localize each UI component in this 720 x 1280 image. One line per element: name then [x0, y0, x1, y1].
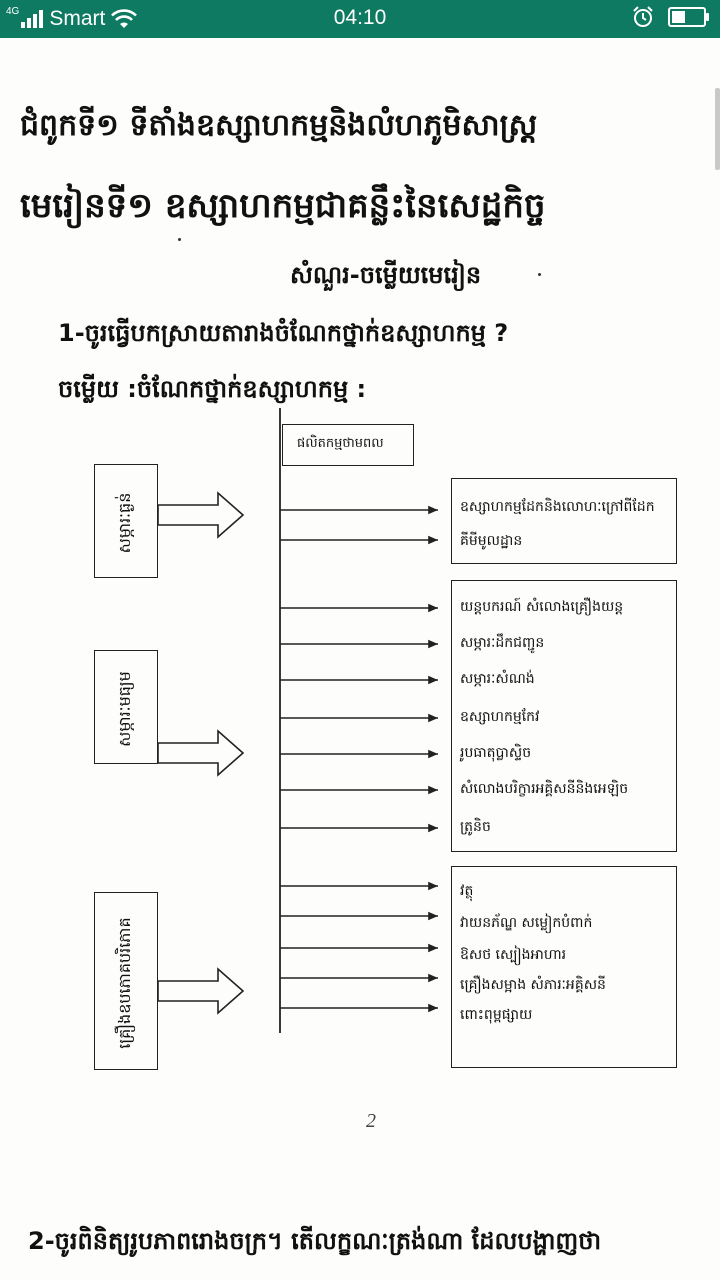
network-type: 4G [6, 5, 20, 17]
group-1-item: ឧស្សាហកម្មដែកនិងលោហៈក្រៅពីដែក [460, 499, 655, 515]
group-box-3: វត្ថុ វាយនភ័ណ្ឌ សម្លៀកបំពាក់ ឱសថ ស្បៀងអា… [451, 866, 677, 1068]
status-right [632, 6, 709, 28]
group-3-item: ពោះពុម្ពផ្សាយ [460, 1007, 533, 1023]
question-1: 1-ចូរធ្វើបកស្រាយតារាងចំណែកថ្នាក់ឧស្សាហកម… [58, 319, 509, 347]
group-2-item: សំលោងបរិក្ខារអគ្គិសនីនិងអេឡិច [460, 781, 629, 797]
group-2-item: យន្តបករណ៍ សំលោងគ្រឿងយន្ត [460, 599, 624, 615]
top-node-box: ផលិតកម្មថាមពល [282, 424, 414, 466]
top-node-label: ផលិតកម្មថាមពល [297, 436, 384, 451]
group-2-item: ត្រូនិច [460, 819, 491, 835]
section-subtitle: សំណួរ-ចម្លើយមេរៀន [290, 261, 482, 289]
carrier-name: Smart [49, 7, 106, 30]
scrollbar-thumb[interactable] [715, 88, 720, 170]
clock: 04:10 [333, 6, 387, 29]
lesson-title: មេរៀនទី១ ឧស្សាហកម្មជាគន្លឹះនៃសេដ្ឋកិច្ច [20, 186, 546, 226]
chapter-title: ជំពូកទី១ ទីតាំងឧស្សាហកម្មនិងលំហភូមិសាស្ត… [20, 108, 538, 143]
hollow-arrow-2 [157, 729, 245, 777]
classification-diagram-lines [157, 408, 438, 1033]
alarm-icon [633, 6, 653, 27]
wifi-icon [111, 9, 138, 28]
left-box-2: សម្ភារៈមធ្យម [94, 650, 158, 764]
left-box-3-label: គ្រឿងឧបភោគបរិភោគ [115, 917, 134, 1049]
speck [538, 273, 541, 276]
page-number: 2 [366, 1110, 376, 1132]
battery-icon [668, 7, 709, 27]
group-2-item: រូបធាតុប្លាស្ទិច [460, 745, 532, 761]
document-page[interactable]: ជំពូកទី១ ទីតាំងឧស្សាហកម្មនិងលំហភូមិសាស្ត… [0, 38, 720, 1280]
group-2-item: ឧស្សាហកម្មកែវ [460, 709, 540, 725]
signal-icon [21, 10, 44, 28]
group-1-item: គីមីមូលដ្ឋាន [460, 533, 523, 549]
battery-fill [672, 11, 685, 23]
answer-1: ចម្លើយ :ចំណែកថ្នាក់ឧស្សាហកម្ម : [58, 375, 367, 403]
group-3-item: ឱសថ ស្បៀងអាហារ [460, 947, 567, 963]
group-3-item: វាយនភ័ណ្ឌ សម្លៀកបំពាក់ [460, 915, 593, 931]
left-box-1-label: សម្ភារៈធ្ងន់ [115, 492, 134, 554]
group-2-item: សម្ភារៈសំណង់ [460, 671, 535, 687]
left-box-3: គ្រឿងឧបភោគបរិភោគ [94, 892, 158, 1070]
status-left: 4G Smart [6, 4, 138, 34]
group-2-item: សម្ភារៈដឹកជញ្ជូន [460, 635, 545, 651]
status-bar: 4G Smart 04:10 [0, 0, 720, 38]
question-2: 2-ចូរពិនិត្យរូបភាពរោងចក្រ។ តើលក្ខណៈត្រង់… [28, 1227, 602, 1255]
group-3-item: វត្ថុ [460, 883, 474, 899]
left-box-2-label: សម្ភារៈមធ្យម [115, 671, 134, 747]
speck [178, 238, 181, 241]
left-box-1: សម្ភារៈធ្ងន់ [94, 464, 158, 578]
hollow-arrow-1 [157, 491, 245, 539]
group-3-item: គ្រឿងសម្អាង សំភារៈអគ្គិសនី [460, 977, 606, 993]
hollow-arrow-3 [157, 967, 245, 1015]
group-box-1: ឧស្សាហកម្មដែកនិងលោហៈក្រៅពីដែក គីមីមូលដ្ឋ… [451, 478, 677, 564]
group-box-2: យន្តបករណ៍ សំលោងគ្រឿងយន្ត សម្ភារៈដឹកជញ្ជូ… [451, 580, 677, 852]
